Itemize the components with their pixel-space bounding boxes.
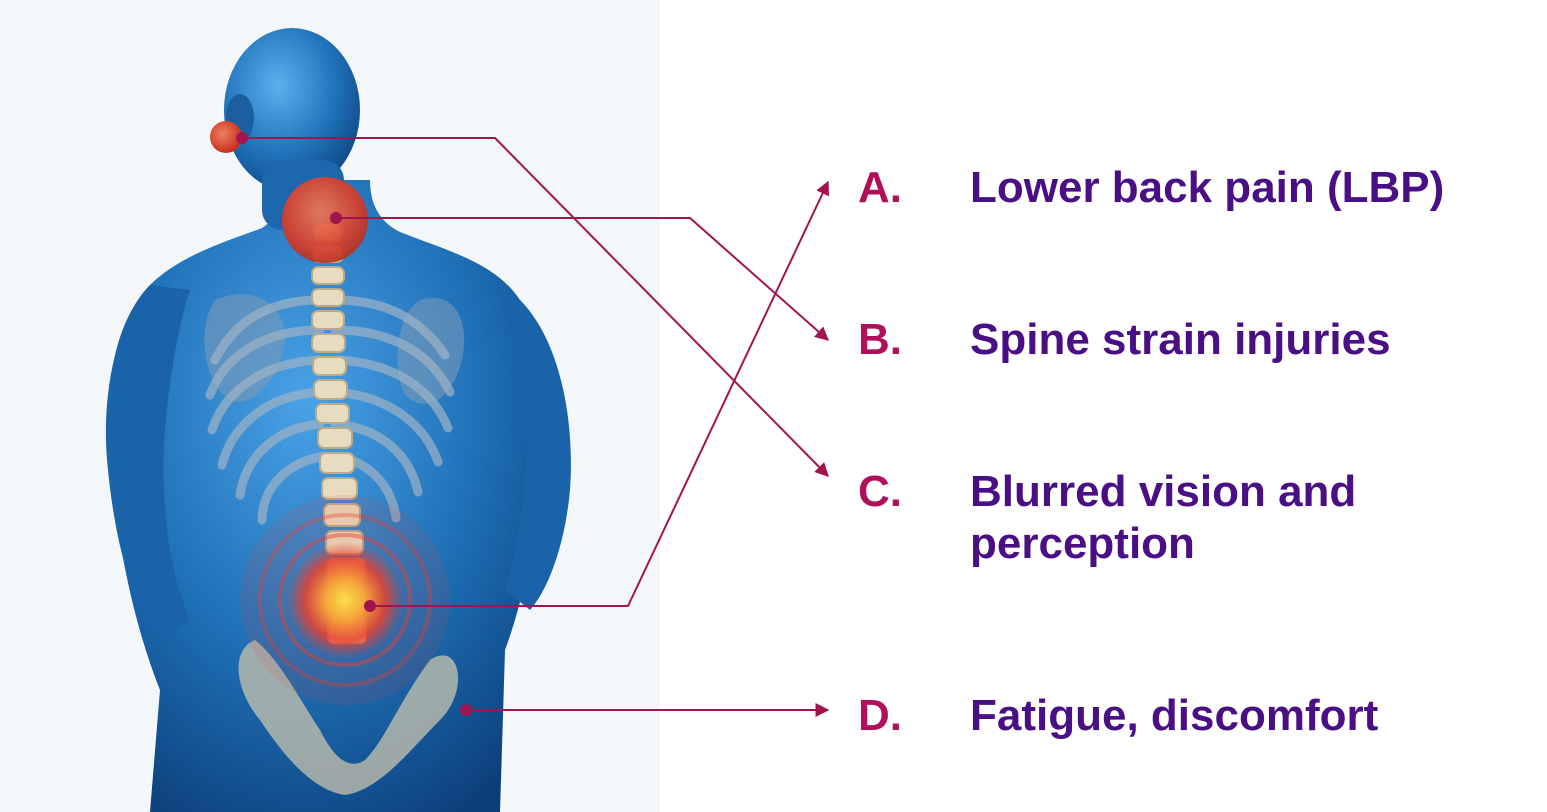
item-c-letter: C. [858,466,970,570]
item-d-letter: D. [858,690,970,742]
item-b: B. Spine strain injuries [858,314,1391,366]
item-c-text: Blurred vision and perception [970,466,1356,570]
item-c: C. Blurred vision and perception [858,466,1356,570]
item-b-letter: B. [858,314,970,366]
neck-pain-spot [282,177,368,263]
dot-d [460,704,472,716]
item-d-text: Fatigue, discomfort [970,690,1378,742]
dot-a [364,600,376,612]
item-b-text: Spine strain injuries [970,314,1391,366]
lower-back-pain-glow [240,495,450,705]
item-a-text: Lower back pain (LBP) [970,162,1444,214]
item-d: D. Fatigue, discomfort [858,690,1378,742]
dot-b [330,212,342,224]
item-a: A. Lower back pain (LBP) [858,162,1444,214]
dot-c [236,132,248,144]
item-a-letter: A. [858,162,970,214]
